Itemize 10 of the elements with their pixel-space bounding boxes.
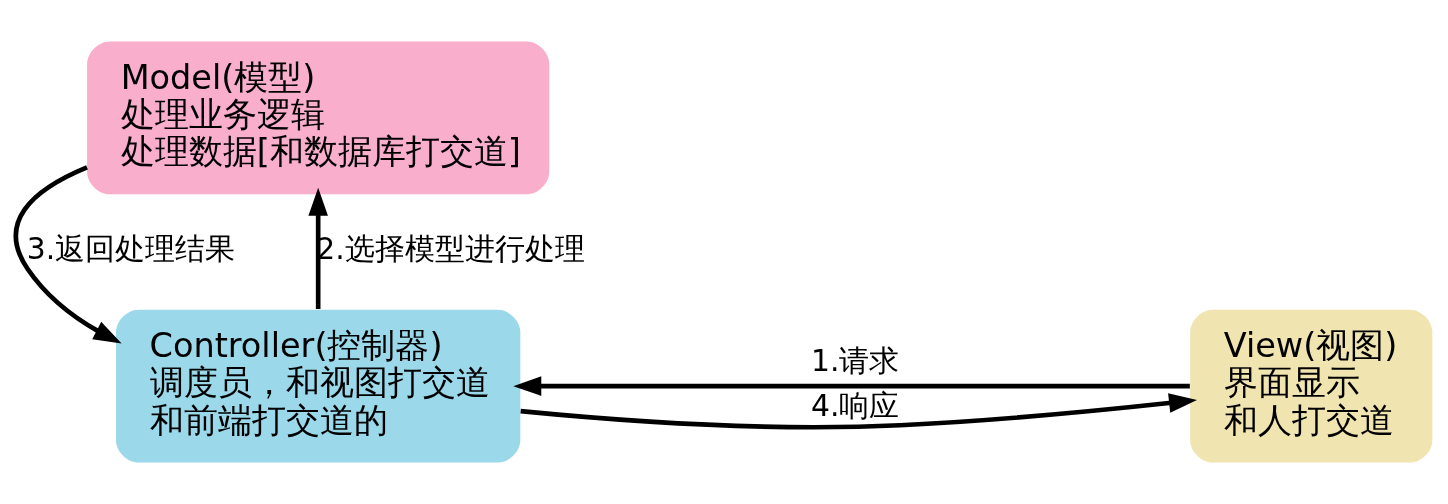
edge-label: 4.响应 bbox=[811, 387, 900, 423]
arrow bbox=[13, 165, 122, 344]
node-box: Controller(控制器) 调度员，和视图打交道 和前端打交道的 bbox=[116, 309, 521, 463]
arrow bbox=[308, 187, 328, 309]
node-box: View(视图) 界面显示 和人打交道 bbox=[1190, 309, 1433, 463]
arrow bbox=[520, 393, 1197, 430]
edge-label: 3.返回处理结果 bbox=[26, 231, 236, 267]
node-box: Model(模型) 处理业务逻辑 处理数据[和数据库打交道] bbox=[87, 41, 550, 195]
edge-label: 1.请求 bbox=[811, 342, 900, 378]
arrow bbox=[513, 376, 1190, 396]
